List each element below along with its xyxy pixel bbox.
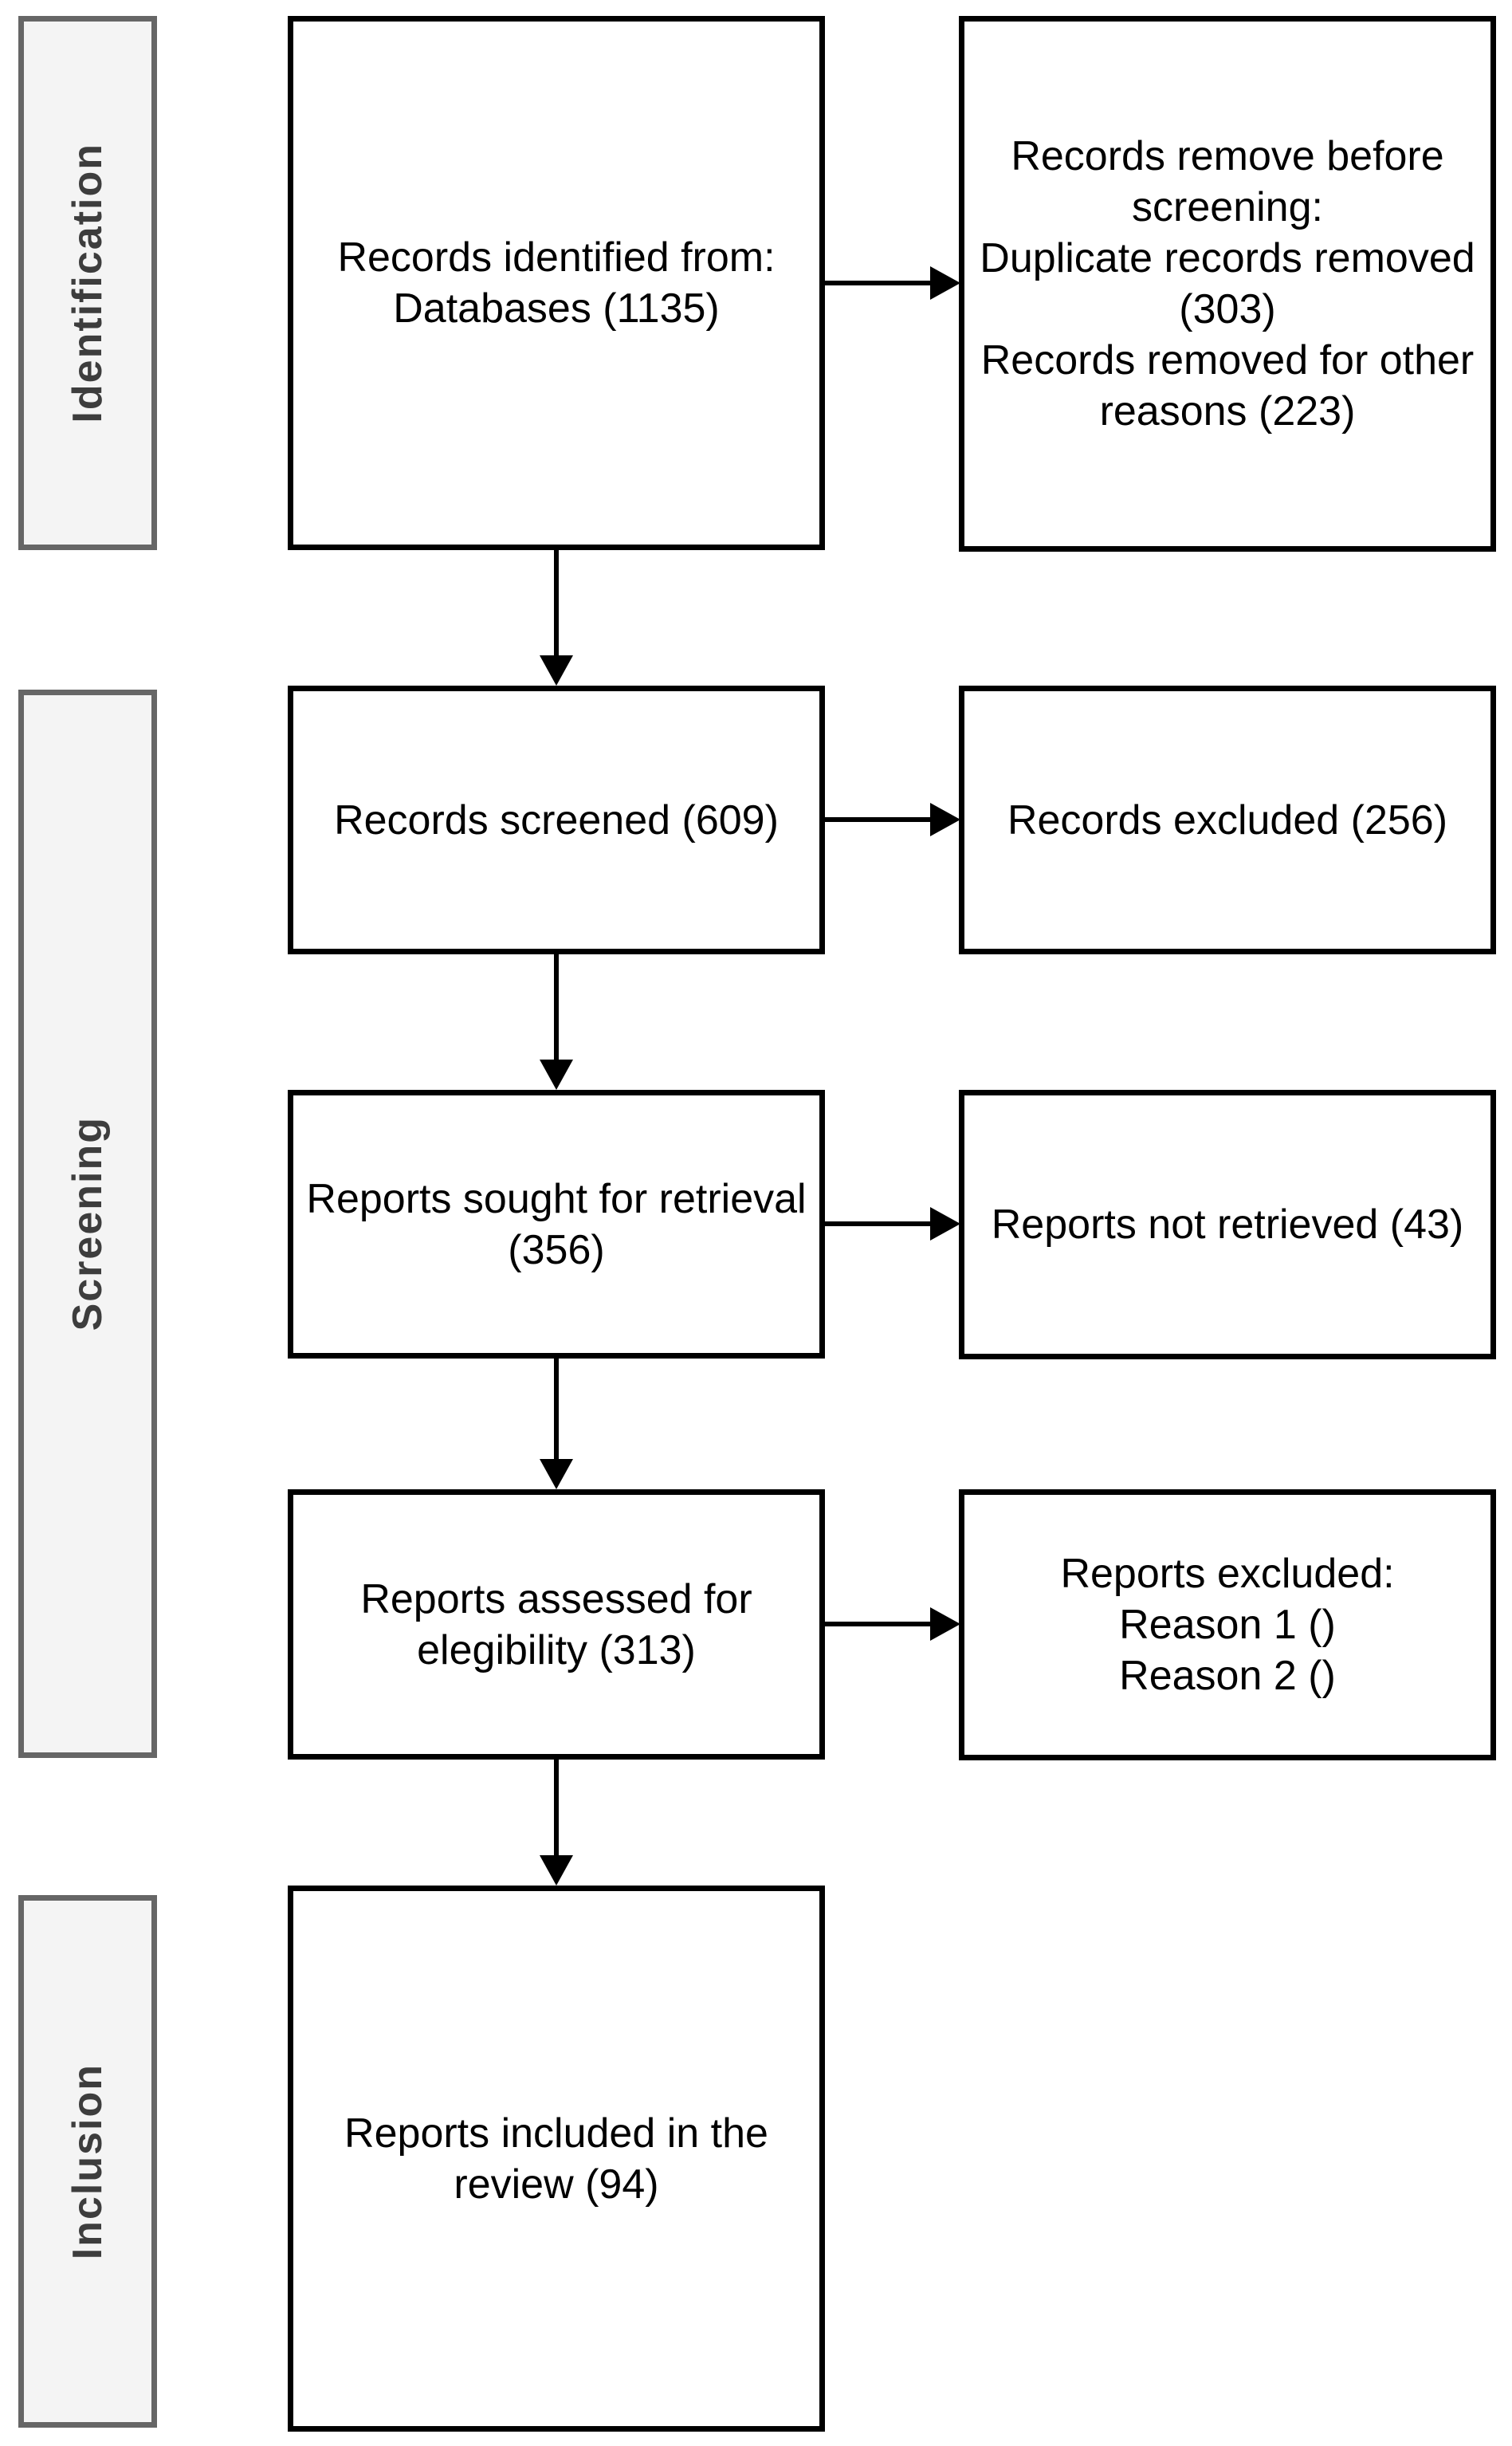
box-reports-not-retrieved: Reports not retrieved (43)	[959, 1090, 1496, 1359]
right-arrowhead-icon	[930, 1607, 960, 1641]
stage-bar-screening: Screening	[18, 690, 157, 1758]
arrow-line	[554, 550, 559, 657]
right-arrowhead-icon	[930, 1207, 960, 1241]
right-arrowhead-icon	[930, 803, 960, 836]
arrow-line	[825, 1221, 930, 1226]
box-records-excluded: Records excluded (256)	[959, 686, 1496, 954]
arrow-line	[554, 1760, 559, 1855]
stage-label-screening: Screening	[65, 1116, 111, 1331]
arrow-line	[554, 1359, 559, 1459]
down-arrowhead-icon	[540, 1855, 573, 1886]
box-records-screened: Records screened (609)	[288, 686, 825, 954]
arrow-line	[825, 817, 930, 822]
box-records-removed-before-screening: Records remove before screening: Duplica…	[959, 16, 1496, 552]
stage-bar-inclusion: Inclusion	[18, 1895, 157, 2428]
box-reports-assessed: Reports assessed for elegibility (313)	[288, 1489, 825, 1760]
arrow-line	[825, 1622, 930, 1626]
arrow-line	[554, 954, 559, 1060]
down-arrowhead-icon	[540, 1459, 573, 1489]
stage-label-inclusion: Inclusion	[65, 2063, 111, 2260]
arrow-line	[825, 281, 930, 285]
box-reports-included: Reports included in the review (94)	[288, 1886, 825, 2432]
down-arrowhead-icon	[540, 655, 573, 686]
down-arrowhead-icon	[540, 1060, 573, 1090]
box-reports-excluded-reasons: Reports excluded: Reason 1 () Reason 2 (…	[959, 1489, 1496, 1760]
box-reports-sought: Reports sought for retrieval (356)	[288, 1090, 825, 1359]
box-records-identified: Records identified from: Databases (1135…	[288, 16, 825, 550]
right-arrowhead-icon	[930, 266, 960, 300]
stage-label-identification: Identification	[65, 143, 111, 423]
stage-bar-identification: Identification	[18, 16, 157, 550]
